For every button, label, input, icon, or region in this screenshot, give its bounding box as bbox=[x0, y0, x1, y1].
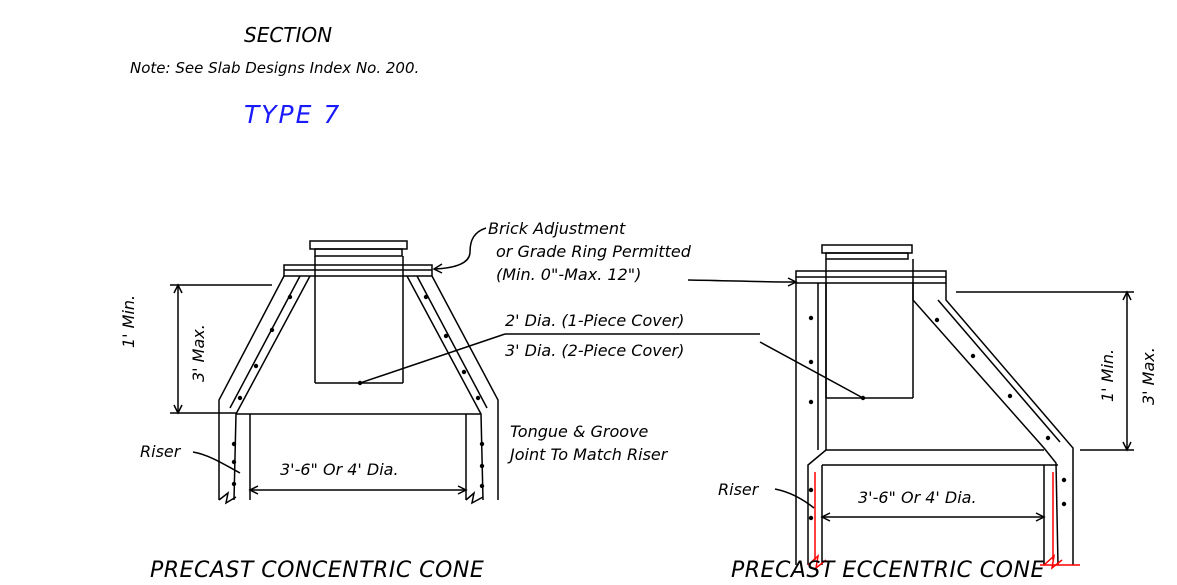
dia-2-label: 2' Dia. (1-Piece Cover) bbox=[505, 311, 685, 330]
riser-marks bbox=[807, 472, 1080, 570]
max-height-left: 3' Max. bbox=[189, 324, 208, 382]
dim-label-right: 3'-6" Or 4' Dia. bbox=[858, 488, 977, 507]
brick-note-line2: or Grade Ring Permitted bbox=[496, 242, 691, 261]
tongue-groove-line2: Joint To Match Riser bbox=[510, 445, 668, 464]
dia-3-label: 3' Dia. (2-Piece Cover) bbox=[505, 341, 685, 360]
note-text: Note: See Slab Designs Index No. 200. bbox=[130, 59, 420, 77]
rebar-dots bbox=[231, 294, 1067, 521]
min-height-left: 1' Min. bbox=[119, 294, 138, 348]
brick-note-line3: (Min. 0"-Max. 12") bbox=[496, 265, 642, 284]
title-eccentric: PRECAST ECCENTRIC CONE bbox=[731, 558, 1045, 583]
type-label: TYPE 7 bbox=[244, 100, 342, 129]
dim-label-left: 3'-6" Or 4' Dia. bbox=[280, 460, 399, 479]
title-concentric: PRECAST CONCENTRIC CONE bbox=[150, 558, 485, 583]
brick-note-line1: Brick Adjustment bbox=[488, 219, 626, 238]
section-heading: SECTION bbox=[244, 23, 333, 47]
tongue-groove-line1: Tongue & Groove bbox=[510, 422, 649, 441]
riser-label-left: Riser bbox=[140, 442, 181, 461]
riser-label-right: Riser bbox=[718, 480, 759, 499]
max-height-right: 3' Max. bbox=[1139, 347, 1158, 405]
min-height-right: 1' Min. bbox=[1098, 348, 1117, 402]
eccentric-cone bbox=[687, 244, 1134, 566]
